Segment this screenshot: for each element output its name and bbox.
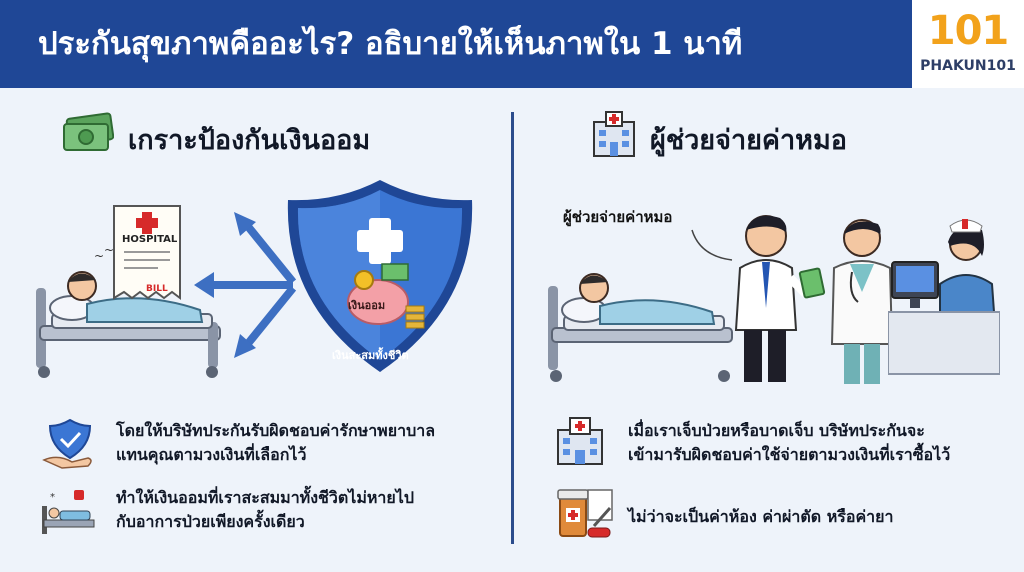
left-section-title: เกราะป้องกันเงินออม (128, 125, 371, 156)
bill-label: BILL (146, 284, 168, 294)
section-divider (511, 112, 514, 544)
logo-text: PHAKUN101 (920, 58, 1016, 74)
logo: 101 PHAKUN101 (912, 0, 1024, 88)
insurance-agent-illustration (734, 215, 808, 382)
right-bullet-1: เมื่อเราเจ็บป่วยหรือบาดเจ็บ บริษัทประกัน… (628, 419, 950, 467)
right-patient-bed-illustration (548, 273, 733, 382)
doctor-illustration (830, 219, 894, 384)
left-bullet-1-line-2: แทนคุณตามวงเงินที่เลือกไว้ (116, 445, 307, 464)
left-bullet-1: โดยให้บริษัทประกันรับผิดชอบค่ารักษาพยาบา… (116, 419, 435, 467)
hospital-icon (557, 417, 603, 465)
right-section-title: ผู้ช่วยจ่ายค่าหมอ (650, 125, 847, 156)
right-bullet-1-line-2: เข้ามารับผิดชอบค่าใช้จ่ายตามวงเงินที่เรา… (628, 445, 951, 464)
cash-icon (798, 267, 826, 299)
left-bullet-1-line-1: โดยให้บริษัทประกันรับผิดชอบค่ารักษาพยาบา… (116, 421, 436, 440)
left-bullet-2: ทำให้เงินออมที่เราสะสมมาทั้งชีวิตไม่หายไ… (116, 486, 414, 534)
left-bullet-2-line-1: ทำให้เงินออมที่เราสะสมมาทั้งชีวิตไม่หายไ… (116, 488, 414, 507)
money-icon (63, 112, 114, 151)
hospital-building-icon (593, 111, 635, 157)
left-bullet-2-line-2: กับอาการป่วยเพียงครั้งเดียว (116, 512, 305, 531)
patient-bed-illustration: ~ ~ (36, 243, 221, 378)
right-bullet-2-line-1: ไม่ว่าจะเป็นค่าห้อง ค่าผ่าตัด หรือค่ายา (628, 507, 894, 526)
medicine-icon (557, 489, 613, 538)
hospital-label: HOSPITAL (122, 234, 178, 245)
deflect-arrows (194, 212, 297, 358)
logo-number: 101 (927, 8, 1010, 54)
shield-lifetime-label: เงินสะสมทั้งชีวิต (332, 349, 409, 362)
page-title: ประกันสุขภาพคืออะไร? อธิบายให้เห็นภาพใน … (38, 26, 743, 62)
sick-bed-icon: * (42, 490, 95, 534)
nurse-desk-illustration (888, 219, 1000, 375)
speech-bubble-text: ผู้ช่วยจ่ายค่าหมอ (563, 208, 673, 226)
right-bullet-1-line-1: เมื่อเราเจ็บป่วยหรือบาดเจ็บ บริษัทประกัน… (628, 421, 925, 440)
right-bullet-2: ไม่ว่าจะเป็นค่าห้อง ค่าผ่าตัด หรือค่ายา (628, 505, 894, 529)
header-bar: ประกันสุขภาพคืออะไร? อธิบายให้เห็นภาพใน … (0, 0, 912, 88)
svg-text:~: ~ (94, 249, 104, 263)
shield-icon (287, 180, 473, 372)
bubble-pointer (691, 229, 733, 261)
shield-savings-label: เงินออม (348, 299, 386, 312)
hospital-bill-icon (113, 205, 181, 300)
svg-text:*: * (50, 492, 55, 503)
svg-text:~: ~ (104, 243, 114, 257)
shield-hand-icon (42, 418, 92, 469)
